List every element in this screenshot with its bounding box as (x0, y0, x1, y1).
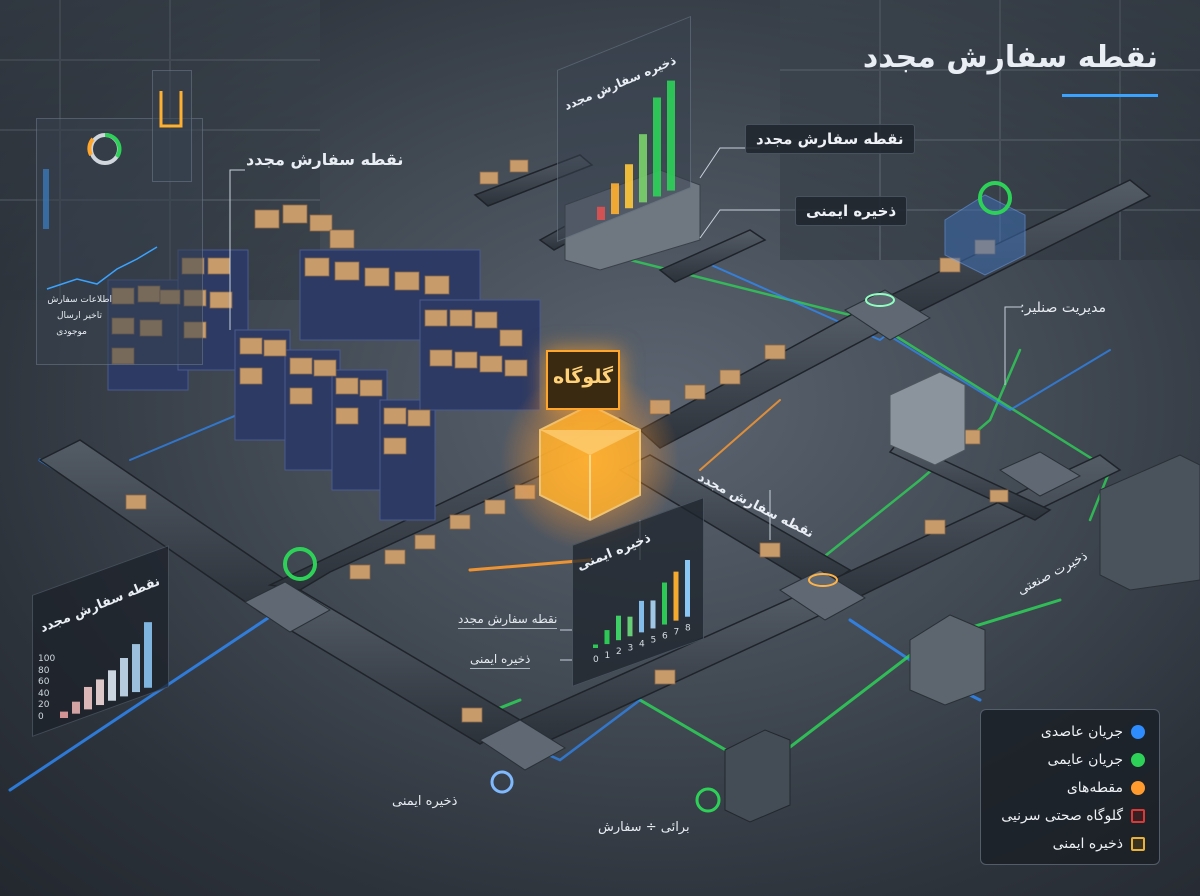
label-reorder-point-chart: نقطه سفارش مجدد (458, 612, 558, 629)
bar (604, 630, 610, 645)
y-tick-label: 100 (38, 654, 56, 664)
bar (673, 571, 679, 621)
dashboard-panel-small (152, 70, 192, 182)
bar (84, 686, 92, 710)
x-tick-label: 3 (628, 643, 634, 653)
x-tick-label: 8 (685, 624, 691, 634)
legend-swatch (1131, 837, 1145, 851)
bottleneck-cube (500, 370, 680, 550)
page-title: نقطه سفارش مجدد (862, 40, 1158, 75)
y-tick-label: 20 (38, 700, 50, 711)
label-reorder-point-top: نقطه سفارش مجدد (745, 124, 915, 154)
legend-label: گلوگاه صحتی سرنیی (1001, 808, 1123, 824)
legend-item-points: مقطه‌های (1067, 780, 1145, 796)
y-tick-label: 60 (38, 677, 50, 688)
legend-label: مقطه‌های (1066, 780, 1123, 796)
legend-label: ذخیره ایمنی (1052, 836, 1123, 852)
bar (639, 600, 644, 633)
legend-item-safety-stock: ذخیره ایمنی (1053, 836, 1145, 852)
bar (597, 206, 605, 220)
dashboard-line-2: تاخیر ارسال (56, 311, 102, 321)
bottleneck-label: گلوگاه (552, 366, 614, 388)
bar (120, 658, 128, 697)
x-tick-label: 5 (651, 635, 657, 645)
bar (60, 711, 68, 718)
bar (653, 97, 661, 197)
label-reorder-point-left: نقطه سفارش مجدد (246, 150, 404, 169)
status-ring-icon (283, 181, 1012, 813)
legend-item-safety-flow: جریان عایمی (1047, 752, 1145, 768)
bar (627, 616, 633, 637)
legend-label: جریان عایمی (1047, 752, 1123, 768)
bar (685, 560, 690, 617)
label-management: مدیریت صنلیر: (1020, 300, 1106, 316)
bar (667, 80, 675, 191)
label-safety-stock-bottom: ذخیره ایمنی (392, 794, 458, 809)
bar (144, 622, 152, 688)
label-safety-stock-chart: ذخیره ایمنی (470, 652, 531, 669)
label-supply-order: برائی ÷ سفارش (598, 820, 690, 835)
gauge-small-icon (159, 91, 183, 128)
legend-item-bottleneck: گلوگاه صحتی سرنیی (1001, 808, 1145, 824)
dashboard-line-3: موجودی (56, 327, 87, 337)
chart-top (597, 80, 675, 220)
x-tick-label: 0 (593, 655, 599, 665)
bar (72, 701, 80, 714)
bottleneck-sign: گلوگاه (546, 350, 620, 410)
y-tick-label: 80 (38, 665, 50, 676)
x-tick-label: 4 (639, 639, 645, 649)
gauge-icon (43, 133, 158, 290)
bar (593, 644, 598, 648)
bar (650, 600, 656, 629)
legend: جریان عاصدی جریان عایمی مقطه‌های گلوگاه … (980, 709, 1160, 865)
bar (108, 670, 116, 701)
bar (96, 679, 104, 706)
legend-item-normal-flow: جریان عاصدی (1041, 724, 1145, 740)
x-tick-label: 7 (674, 628, 680, 638)
x-tick-label: 2 (616, 647, 622, 657)
bar (639, 134, 647, 203)
bar (611, 183, 619, 215)
legend-swatch (1131, 781, 1145, 795)
bar (132, 644, 140, 693)
x-tick-label: 6 (662, 632, 668, 642)
dashboard-line-1: اطلاعات سفارش (47, 295, 112, 305)
y-tick-label: 0 (38, 712, 44, 722)
y-tick-label: 40 (38, 688, 50, 699)
label-safety-stock-top: ذخیره ایمنی (795, 196, 908, 226)
legend-swatch (1131, 725, 1145, 739)
x-tick-label: 1 (605, 651, 611, 661)
legend-swatch (1131, 809, 1145, 823)
chart-bottom-left (60, 622, 152, 718)
bar (625, 164, 633, 209)
title-underline (1062, 94, 1158, 97)
legend-label: جریان عاصدی (1040, 724, 1123, 740)
legend-swatch (1131, 753, 1145, 767)
bar (616, 615, 621, 641)
bar (662, 582, 667, 625)
